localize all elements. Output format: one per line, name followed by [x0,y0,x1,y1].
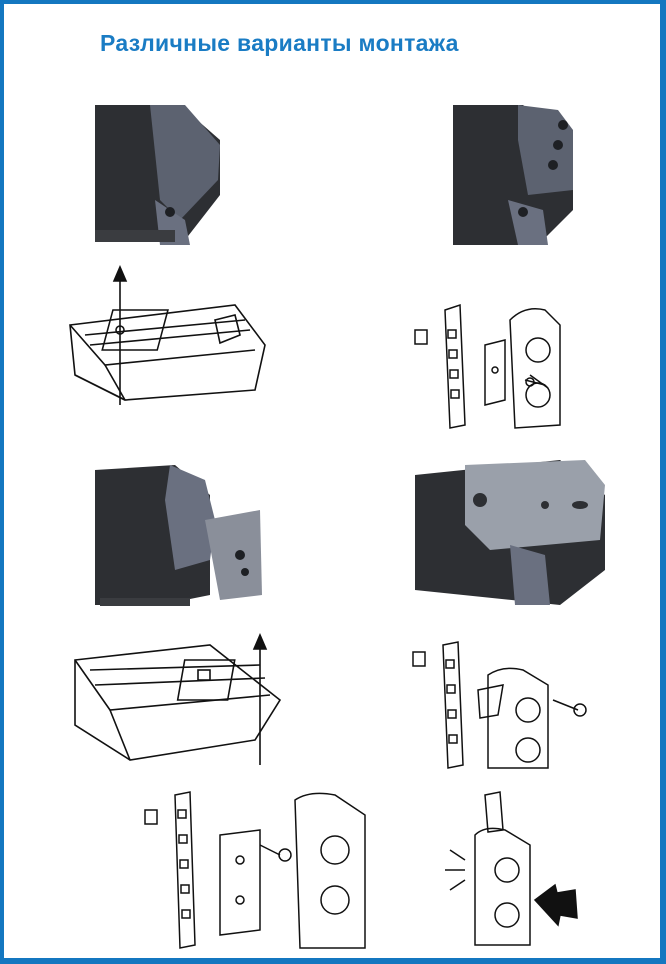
drawing-rack-plate-screw [140,790,375,950]
photo-bracket-plate [410,455,615,610]
photo-bracket-side-ears [448,100,583,250]
page-title: Различные варианты монтажа [100,30,459,56]
photo-bracket-angled [90,460,270,610]
photo-bracket-end-view [90,100,225,250]
drawing-rack-mount-screw-2 [408,640,593,770]
drawing-rack-mount-screw [410,300,590,430]
drawing-snap-in-arrow [445,790,585,950]
drawing-slide-bracket-up [65,265,275,415]
drawing-slide-bracket-up-2 [70,630,285,770]
